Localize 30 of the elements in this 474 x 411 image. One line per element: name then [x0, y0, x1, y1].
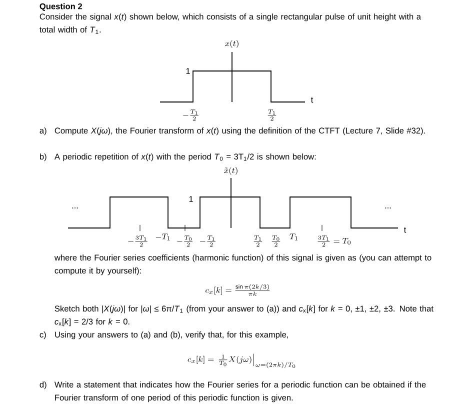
axis-label: t [404, 227, 406, 233]
tick-label: $\frac{T_1}{2}$ [254, 236, 262, 246]
tick-label: $T_1$ [290, 234, 298, 240]
tick-label: $\frac{3T_1}{2} = T_0$ [318, 236, 351, 246]
paragraph-text: Consider the signal x(t) shown below, which consists of a single rectangular pulse of unit height with a total width of T$_{1}$. [40, 13, 421, 34]
axis-label: 1 [189, 196, 193, 202]
tick-label: $-\frac{3T_1}{2}$ [128, 236, 148, 246]
axis-label: 1 [186, 68, 190, 74]
item-letter: c) [40, 331, 46, 340]
paragraph-text: A periodic repetition of x(t) with the period T$_{0}$ = 3T$_{1}$/2 is shown below: [54, 153, 316, 162]
axis-label: $x(t)$ [225, 40, 238, 48]
tick-label: $\frac{T_1}{2}$ [268, 110, 276, 120]
axis-label: $\tilde{x}(t)$ [224, 167, 238, 175]
item-letter: a) [40, 127, 46, 136]
item-letter: d) [40, 381, 46, 390]
tick-label: $-T_1$ [156, 234, 170, 240]
formula: $c_x[k] = \left.\frac{1}{T_0}X(j\omega)\right|_{\omega = (2\pi k)/T_0}$ [188, 354, 296, 368]
paragraph-text: Sketch both |X(jω)| for |ω| ≤ 6π/T$_{1}$ (from your answer to (a)) and c$_{x}$[k] for k = 0, ±1, ±2, ±3. Note that c$_{x}$[k] = 2/3 for k = 0. [54, 305, 434, 326]
tick-label: $-\frac{T_1}{2}$ [200, 236, 216, 246]
question-heading: Question 2 [40, 3, 82, 11]
formula: $c_x[k] = \frac{\sin \pi(2k/3)}{\pi k}$ [206, 284, 270, 296]
paragraph-text: where the Fourier series coefficients (harmonic function) of this signal is given as (you can attempt to compute it by yourself): [54, 254, 432, 276]
axis-label: t [310, 97, 314, 103]
item-letter: b) [40, 153, 46, 162]
tick-label: $-\frac{T_0}{2}$ [177, 236, 192, 246]
tick-label: $-\frac{T_1}{2}$ [183, 110, 198, 120]
paragraph-text: Compute X(jω), the Fourier transform of x(t) using the definition of the CTFT (Lecture 7, Slide #32). [54, 127, 425, 136]
paragraph-text: Using your answers to (a) and (b), verify that, for this example, [55, 331, 288, 340]
paragraph-text: Write a statement that indicates how the Fourier series for a periodic function can be obtained if the Fourier transform of one period of this periodic function is given. [54, 381, 426, 402]
tick-label: $\frac{T_0}{2}$ [272, 236, 280, 246]
